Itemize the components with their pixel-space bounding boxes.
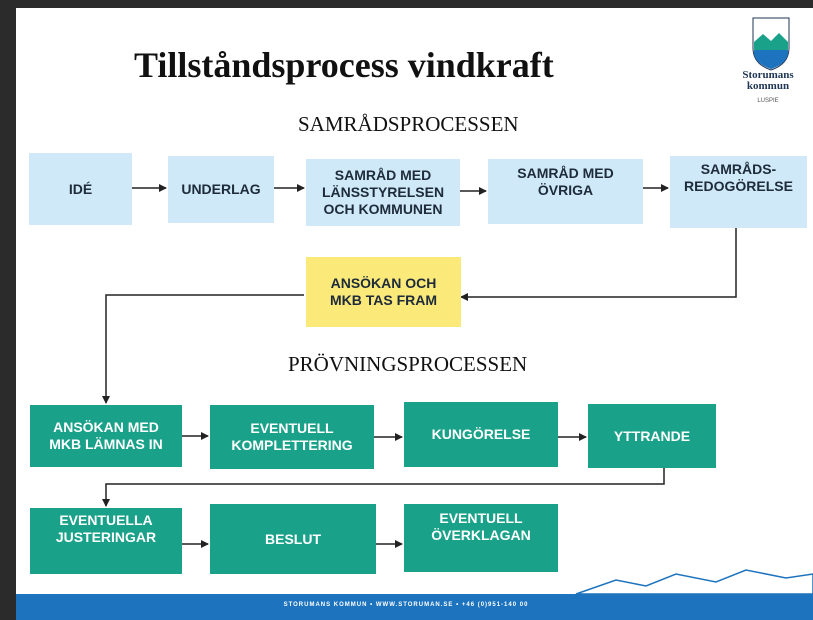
- step-ansokan-lamnas-in: ANSÖKAN MED MKB LÄMNAS IN: [30, 405, 182, 467]
- logo-name: Storumans kommun: [742, 69, 794, 92]
- footer-band: [16, 594, 813, 620]
- step-ansokan-mkb: ANSÖKAN OCH MKB TAS FRAM: [306, 257, 461, 327]
- step-kungorelse: KUNGÖRELSE: [404, 402, 558, 467]
- logo-subtitle: LUSPIE: [757, 98, 779, 104]
- step-samradsredogorelse: SAMRÅDS- REDOGÖRELSE: [670, 156, 807, 228]
- flow-connectors: [102, 184, 813, 595]
- step-eventuell-komplettering: EVENTUELL KOMPLETTERING: [210, 405, 374, 469]
- footer-text: STORUMANS KOMMUN • WWW.STORUMAN.SE • +46…: [283, 602, 529, 608]
- step-yttrande: YTTRANDE: [588, 404, 716, 468]
- step-eventuella-justeringar: EVENTUELLA JUSTERINGAR: [30, 508, 182, 574]
- section-heading-provning: PRÖVNINGSPROCESSEN: [288, 352, 528, 376]
- step-ide: IDÉ: [29, 153, 132, 225]
- step-underlag: UNDERLAG: [168, 156, 274, 223]
- storuman-coat-of-arms-icon: [752, 17, 790, 71]
- step-beslut: BESLUT: [210, 504, 376, 574]
- step-eventuell-overklagan: EVENTUELL ÖVERKLAGAN: [404, 504, 558, 572]
- step-samrad-ovriga: SAMRÅD MED ÖVRIGA: [488, 159, 643, 224]
- slide: Storumans kommun LUSPIE Tillståndsproces…: [16, 8, 813, 620]
- step-samrad-lansstyrelsen: SAMRÅD MED LÄNSSTYRELSEN OCH KOMMUNEN: [306, 159, 460, 226]
- page-title: Tillståndsprocess vindkraft: [134, 45, 554, 85]
- section-heading-samrad: SAMRÅDSPROCESSEN: [298, 112, 519, 136]
